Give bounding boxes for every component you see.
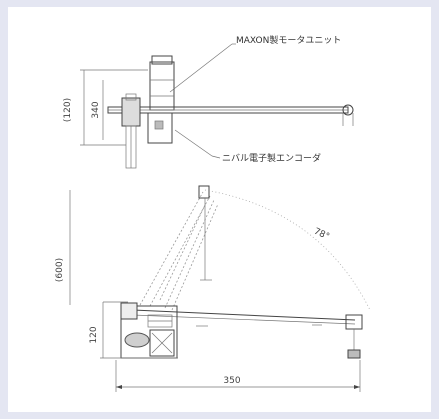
encoder-housing	[147, 112, 173, 144]
mount-block	[121, 97, 141, 127]
base-wheel	[124, 332, 150, 348]
motor-unit-label: MAXON製モータユニット	[236, 34, 341, 46]
encoder-label: ニバル電子製エンコーダ	[222, 152, 321, 164]
side-view: 78° (600) 120	[55, 185, 371, 392]
motor-cap	[151, 55, 173, 65]
motor-unit	[149, 61, 175, 111]
top-dim-outer: (120)	[63, 98, 73, 122]
arm-lowered	[132, 309, 356, 321]
angle-label: 78°	[312, 227, 331, 243]
swing-arc	[204, 189, 371, 311]
arm-end-cap	[342, 104, 354, 116]
side-height-label: (600)	[55, 258, 65, 282]
arm-end-block	[345, 314, 363, 330]
base-height-label: 120	[89, 326, 99, 343]
width-label: 350	[223, 376, 240, 386]
drawing-sheet	[8, 7, 431, 412]
top-view: MAXON製モータユニット ニバル電子製エンコーダ (120) 340	[63, 34, 354, 169]
top-dim-inner: 340	[91, 101, 101, 118]
